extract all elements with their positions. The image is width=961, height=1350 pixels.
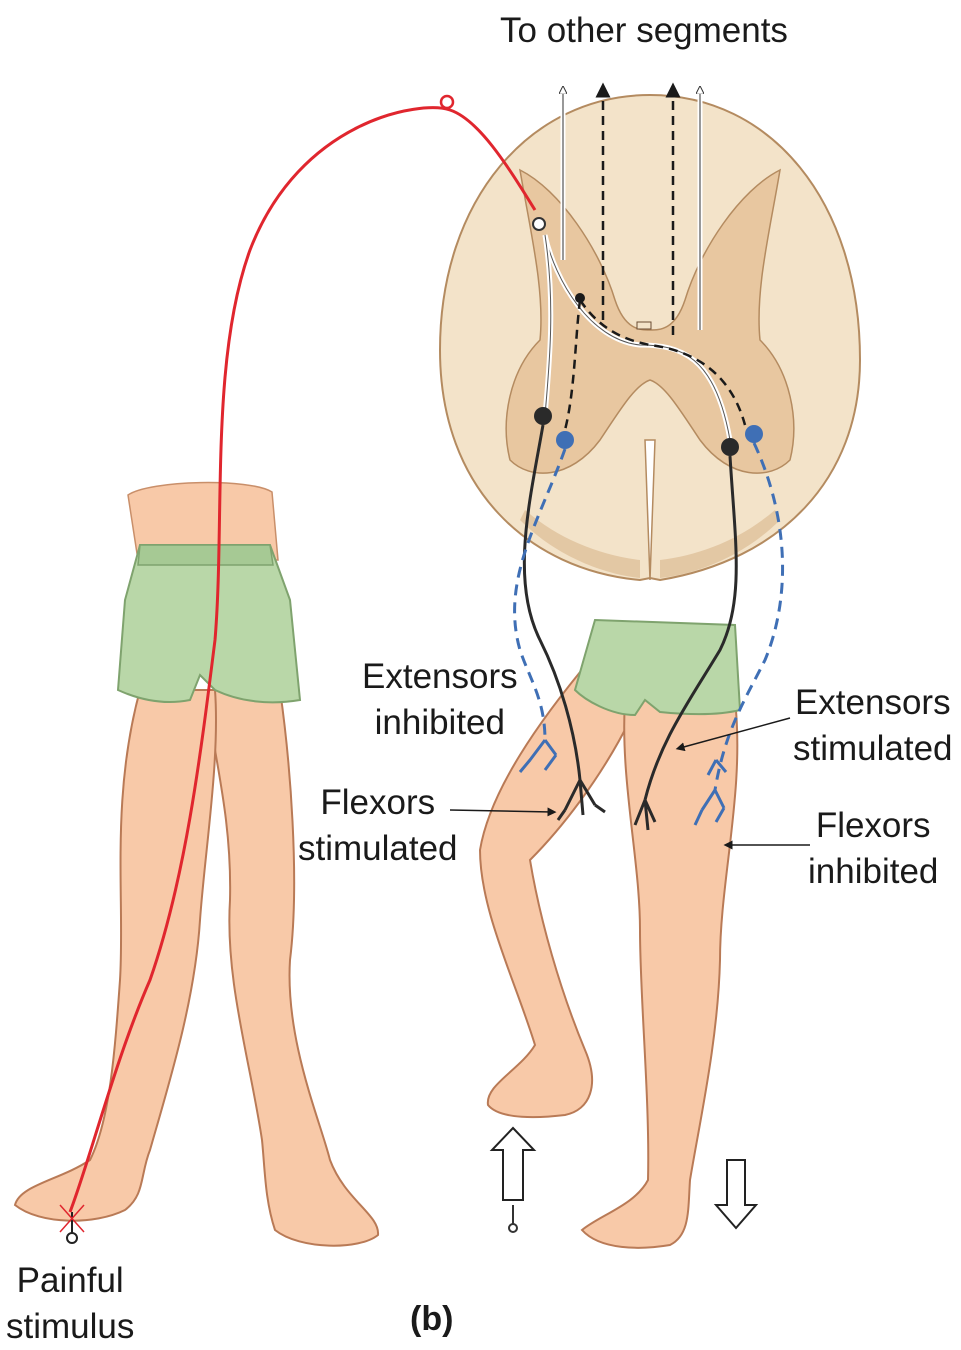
left-figure-back-leg [205,690,378,1246]
extensors-stimulated-label: Extensors stimulated [793,680,953,772]
left-shorts-waistband [138,545,273,565]
central-canal [637,322,651,329]
dorsal-root-ganglion-icon [441,96,453,108]
spinal-cord-cross-section [440,95,860,580]
flexors-inhibited-label: Flexors inhibited [808,803,938,895]
motor-neuron-right-excitatory-icon [721,438,739,456]
panel-label: (b) [410,1296,453,1342]
to-other-segments-label: To other segments [500,8,788,54]
motor-neuron-right-inhibited-icon [745,425,763,443]
right-figure [480,620,756,1248]
extensors-inhibited-label: Extensors inhibited [362,654,518,746]
flexors-stimulated-label: Flexors stimulated [298,780,458,872]
withdrawal-up-arrow-icon [492,1128,534,1200]
right-shorts [575,620,740,715]
motor-neuron-left-excitatory-icon [534,407,552,425]
tack-icon [509,1205,517,1232]
right-figure-extended-leg [582,700,737,1248]
painful-stimulus-label: Painful stimulus [6,1258,134,1350]
support-down-arrow-icon [716,1160,756,1228]
motor-neuron-left-inhibited-icon [556,431,574,449]
left-figure-front-leg [15,690,216,1221]
